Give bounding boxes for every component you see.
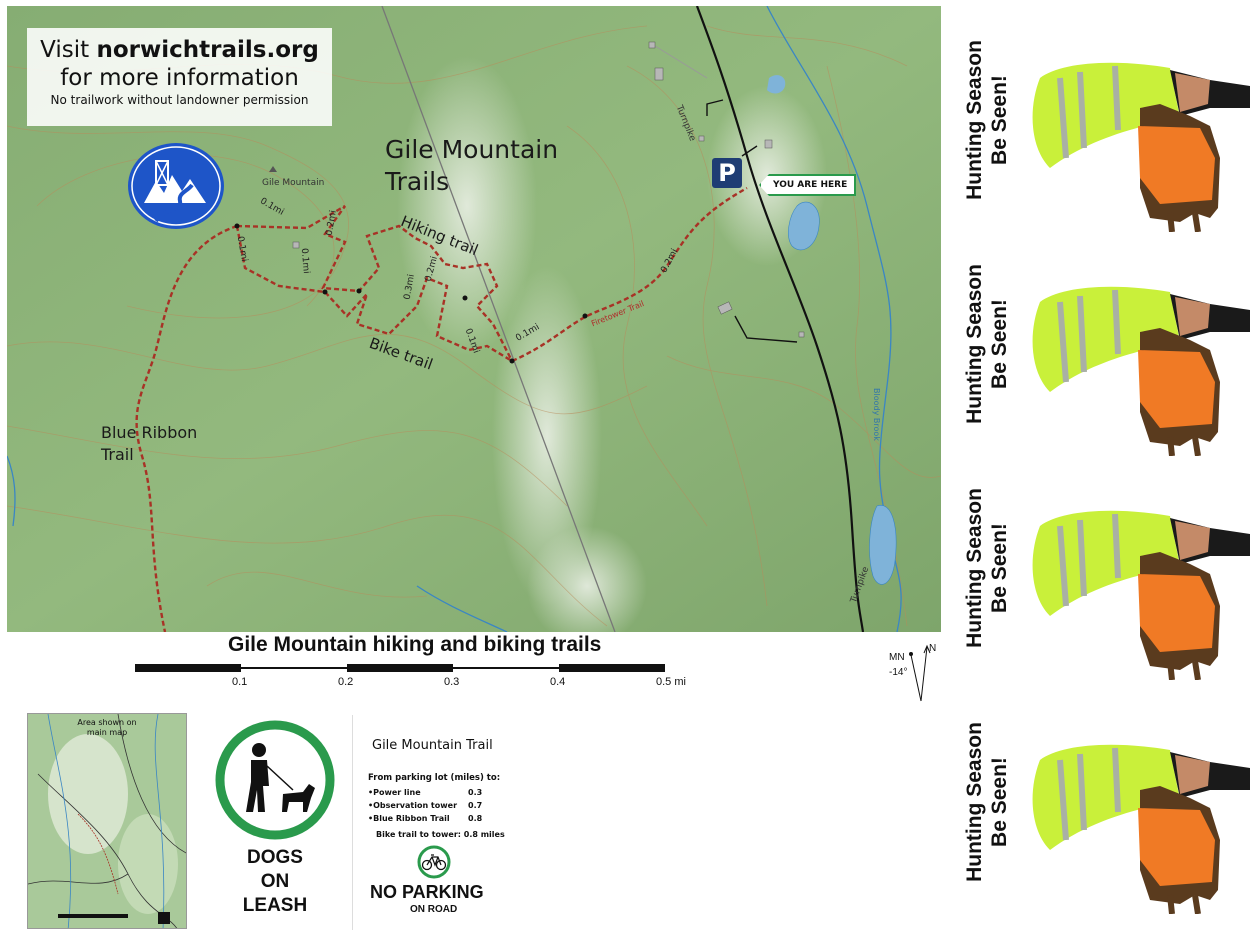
hunter-and-dog-image <box>1032 744 1250 914</box>
bike-trail-note: Bike trail to tower: 0.8 miles <box>376 830 505 839</box>
trail-map: Visit norwichtrails.org for more informa… <box>7 6 941 632</box>
info-more-line: for more information <box>60 65 299 91</box>
scale-bar: 0.1 0.2 0.3 0.4 0.5 mi <box>135 664 695 694</box>
trail-info-row-value: 0.8 <box>468 814 483 823</box>
trail-info-row-label: •Blue Ribbon Trail <box>368 814 450 823</box>
trail-info-row-value: 0.7 <box>468 801 483 810</box>
scale-tick: 0.5 mi <box>656 676 686 688</box>
scale-tick: 0.1 <box>232 676 248 688</box>
info-permission-line: No trailwork without landowner permissio… <box>50 93 309 107</box>
hunter-and-dog-image <box>1032 286 1250 456</box>
hunting-season-line2: Be Seen! <box>988 75 1011 165</box>
distance-label: 0.1mi <box>298 247 311 275</box>
you-are-here-marker: YOU ARE HERE <box>759 174 857 196</box>
inset-map-label: Area shown on main map <box>77 718 137 737</box>
hunting-season-line1: Hunting Season <box>963 40 986 200</box>
norwich-trails-logo <box>126 141 226 231</box>
blue-ribbon-trail-label: Blue Ribbon Trail <box>101 423 198 464</box>
divider <box>352 715 353 930</box>
trail-info-row-value: 0.3 <box>468 788 483 797</box>
on-road-text: ON ROAD <box>410 904 458 915</box>
website-link[interactable]: norwichtrails.org <box>96 37 319 63</box>
trail-info-title: Gile Mountain Trail <box>372 738 493 753</box>
hunting-season-line1: Hunting Season <box>963 488 986 648</box>
trail-info-from: From parking lot (miles) to: <box>368 773 501 783</box>
inset-map: Area shown on main map <box>27 713 187 929</box>
bicycle-icon <box>417 845 451 879</box>
dogs-on-leash-sign: DOGS ON LEASH <box>215 720 335 930</box>
no-parking-text: NO PARKING <box>370 882 484 902</box>
trail-info-row-label: •Observation tower <box>368 801 458 810</box>
map-title-label: Gile Mountain Trails <box>385 135 559 196</box>
north-arrow-icon <box>909 644 931 702</box>
peak-label: Gile Mountain <box>262 178 325 188</box>
scale-bar-graphic <box>135 664 665 672</box>
hunting-season-line2: Be Seen! <box>988 757 1011 847</box>
parking-sign: P <box>712 158 742 188</box>
norwich-trails-logo-graphic <box>128 143 224 229</box>
dog-walker-icon <box>215 720 335 840</box>
scale-tick: 0.3 <box>444 676 460 688</box>
magnetic-north-label: MN <box>889 652 905 663</box>
map-caption: Gile Mountain hiking and biking trails <box>228 633 602 656</box>
dogs-on-leash-text: DOGS ON LEASH <box>242 847 308 916</box>
hunter-and-dog-image <box>1032 510 1250 680</box>
brook-label: Bloody Brook <box>872 388 881 441</box>
info-visit-line: Visit norwichtrails.org <box>40 37 319 63</box>
scale-tick: 0.2 <box>338 676 354 688</box>
true-north-label: N <box>929 643 937 654</box>
info-box: Visit norwichtrails.org for more informa… <box>27 28 332 126</box>
trail-info-row-label: •Power line <box>368 788 421 797</box>
scale-tick: 0.4 <box>550 676 566 688</box>
map-terrain <box>7 6 941 632</box>
hunting-season-line1: Hunting Season <box>963 264 986 424</box>
hunter-and-dog-image <box>1032 62 1250 232</box>
declination-label: -14° <box>889 667 908 678</box>
hunting-season-line1: Hunting Season <box>963 722 986 882</box>
hunting-season-line2: Be Seen! <box>988 299 1011 389</box>
hunting-season-line2: Be Seen! <box>988 523 1011 613</box>
north-arrow: MN N -14° <box>885 643 937 705</box>
inset-map-graphic <box>28 714 186 928</box>
